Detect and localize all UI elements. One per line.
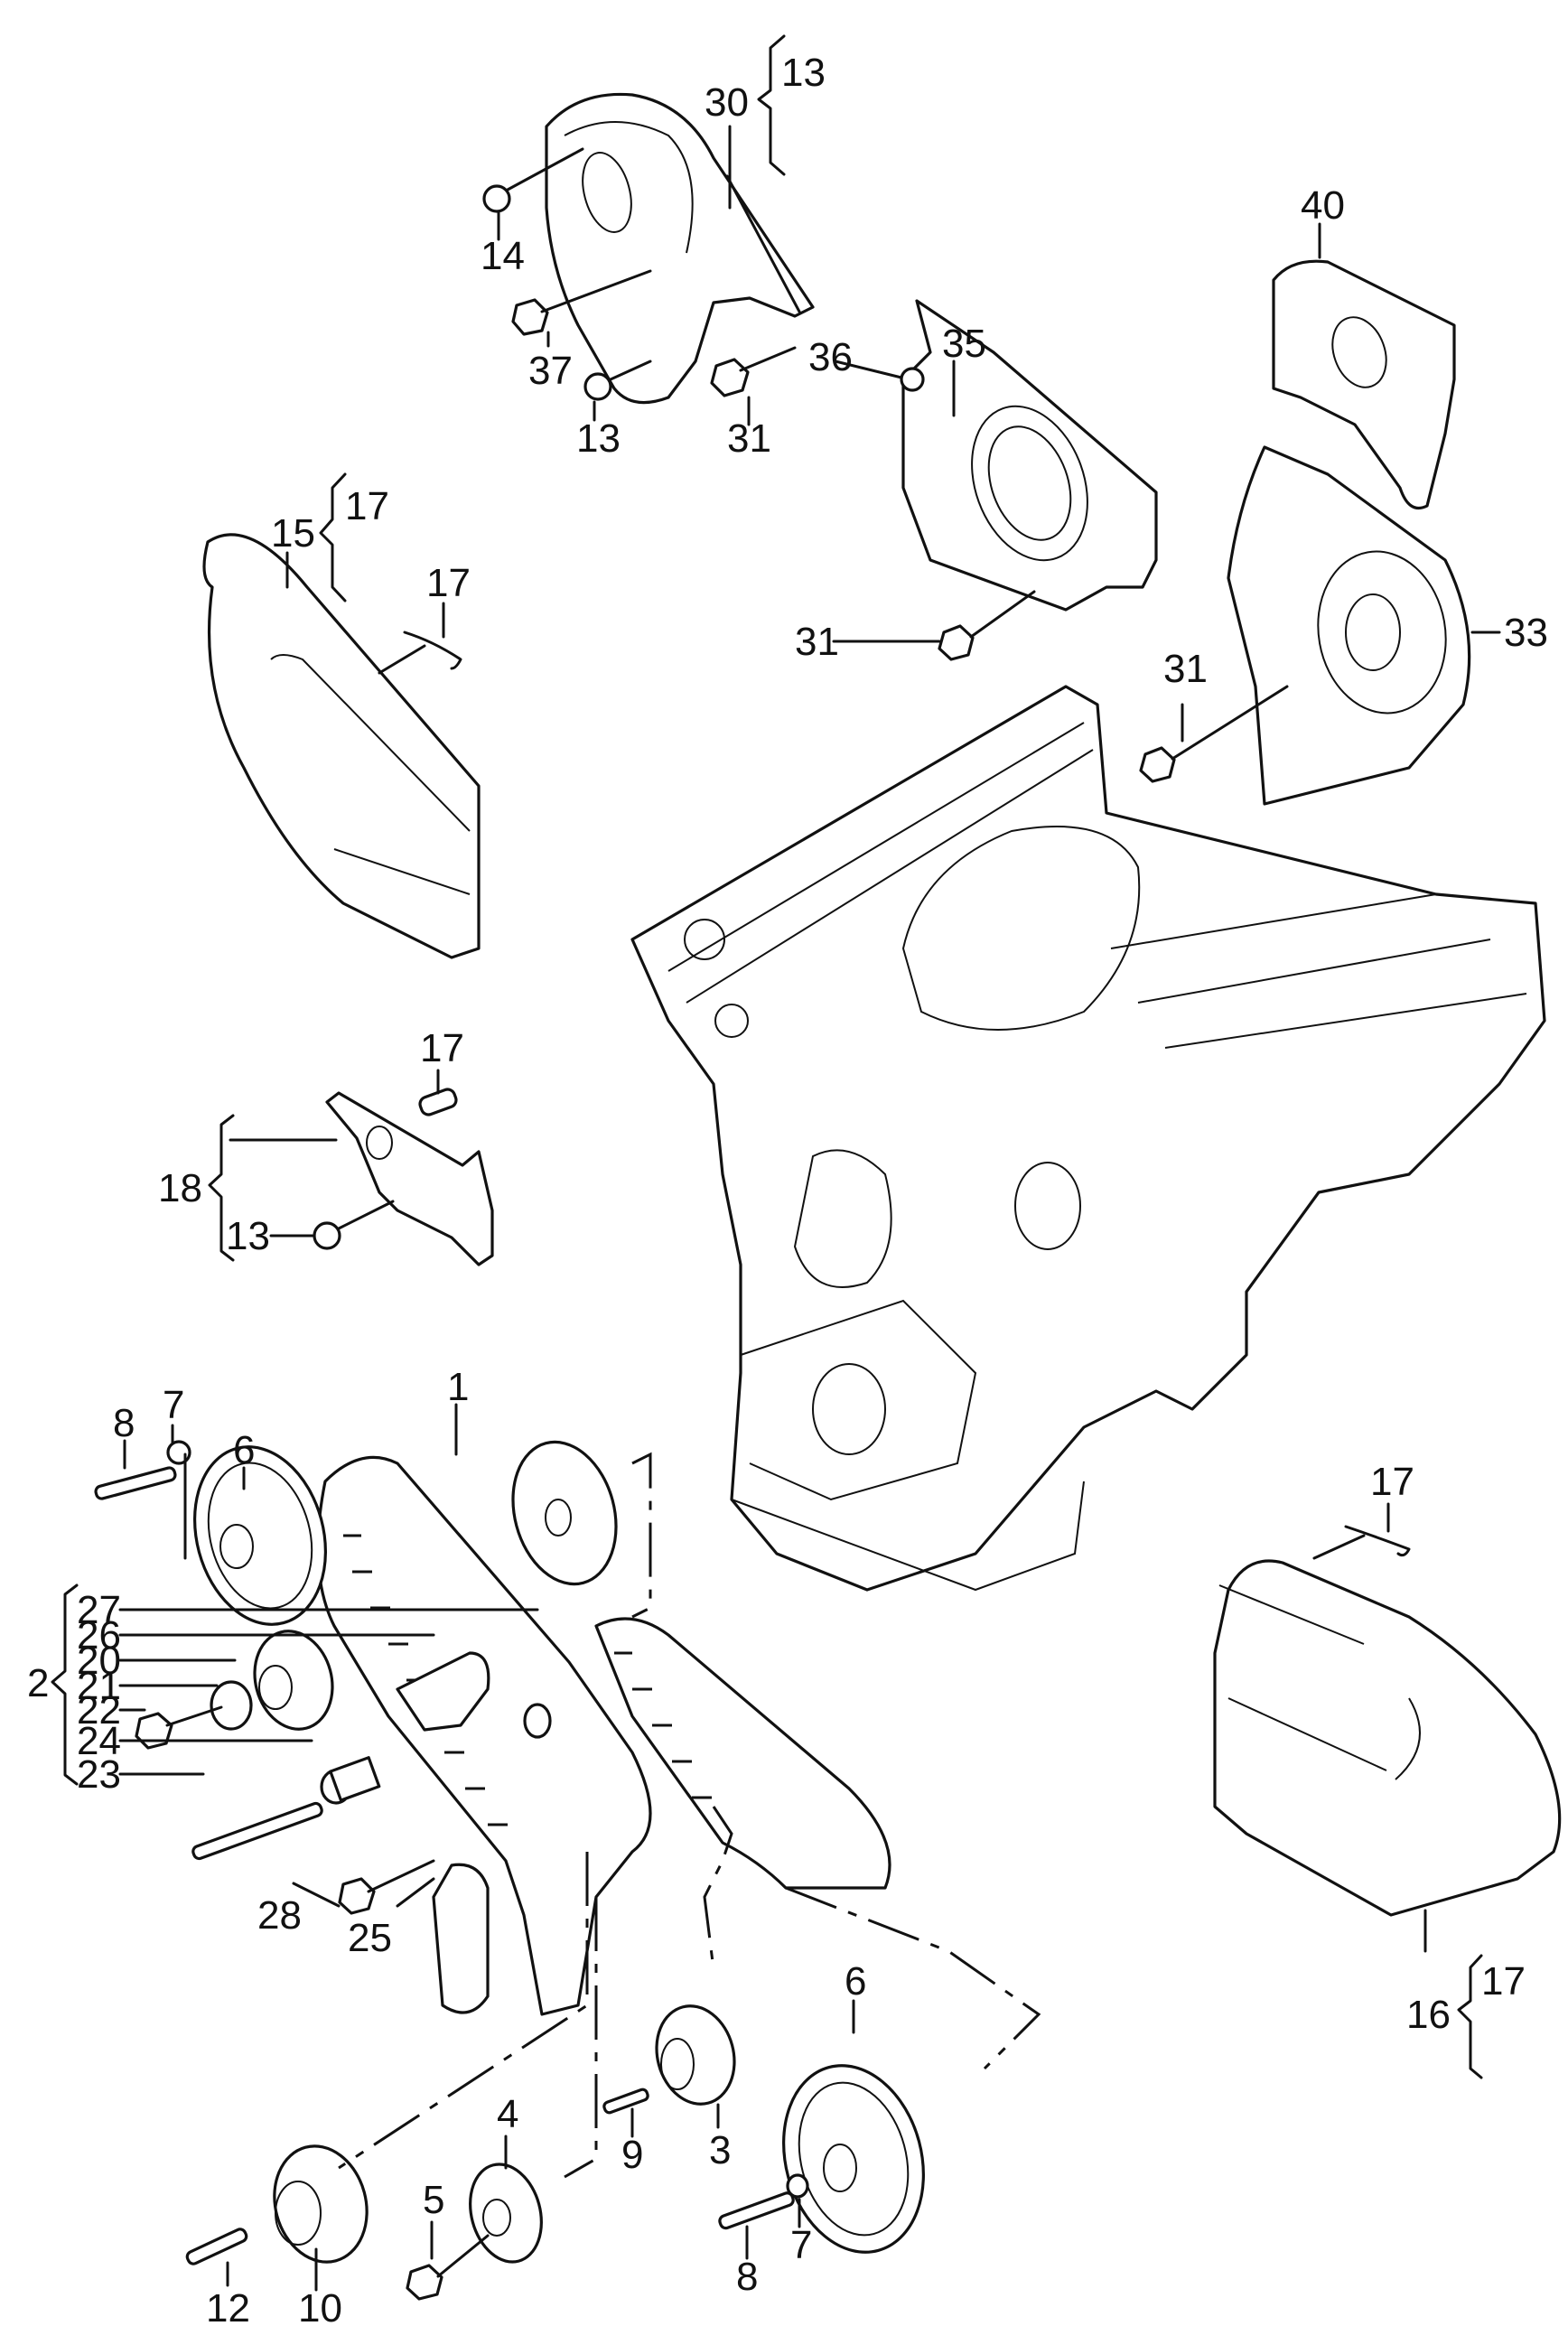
- tensioner-arm-26: [396, 1651, 490, 1732]
- nut-14: [482, 147, 584, 213]
- callout-17-pin: 17: [420, 1026, 464, 1070]
- timing-cover-40: [1272, 259, 1456, 510]
- engine-block: [630, 685, 1546, 1592]
- callout-3: 3: [709, 2128, 731, 2172]
- callout-labels: 30 13 14 37 13 31 36 35 40 31 31 33 15 1…: [27, 51, 1548, 2326]
- callout-18: 18: [158, 1166, 202, 1210]
- callout-22: 22: [77, 1688, 121, 1733]
- tensioner-pulley-20: [253, 1630, 334, 1731]
- callout-5: 5: [423, 2178, 444, 2222]
- bracket-18: [325, 1091, 494, 1266]
- bolt-31-right: [1139, 685, 1289, 783]
- washer-27: [523, 1703, 552, 1739]
- callout-14: 14: [481, 234, 525, 278]
- timing-cover-15: [202, 533, 481, 959]
- camshaft-sprocket-center: [511, 1440, 618, 1586]
- bolt-12: [185, 2228, 248, 2265]
- clip-17-right: [1344, 1525, 1411, 1557]
- bolt-8-right: [718, 2191, 795, 2230]
- bolt-9: [602, 2088, 649, 2115]
- clip-17-left: [403, 631, 462, 670]
- callout-25: 25: [348, 1916, 392, 1960]
- callout-26: 26: [77, 1613, 121, 1658]
- callout-10: 10: [298, 2286, 342, 2326]
- callout-40: 40: [1301, 183, 1345, 228]
- timing-cover-16: [1213, 1559, 1562, 1917]
- bolt-36: [834, 360, 925, 392]
- callout-37: 37: [528, 349, 573, 393]
- washer-21: [210, 1680, 253, 1731]
- callout-2: 2: [27, 1661, 49, 1705]
- callout-36: 36: [808, 335, 853, 379]
- callout-6-right: 6: [845, 1959, 866, 2004]
- bolt-5: [406, 2234, 490, 2301]
- timing-cover-33: [1227, 445, 1471, 806]
- callout-24: 24: [77, 1719, 121, 1763]
- callout-31-right: 31: [1163, 647, 1208, 691]
- callout-4: 4: [497, 2092, 518, 2136]
- callout-30-sub13: 13: [781, 51, 826, 95]
- callout-30: 30: [705, 80, 749, 125]
- callout-16-sub17: 17: [1481, 1959, 1526, 2004]
- callout-31-top: 31: [727, 416, 771, 461]
- callout-21: 21: [77, 1664, 121, 1708]
- callout-23: 23: [77, 1752, 121, 1797]
- bolt-31-top: [710, 346, 797, 397]
- camshaft-sprocket-6-left: [193, 1445, 327, 1626]
- callout-28: 28: [257, 1893, 302, 1938]
- timing-cover-30: [545, 92, 815, 405]
- idler-pulley-3: [655, 2004, 736, 2106]
- callout-33: 33: [1504, 611, 1548, 655]
- callout-15-sub17: 17: [345, 484, 389, 528]
- callout-17-clip-left: 17: [426, 561, 471, 605]
- callout-16: 16: [1406, 1993, 1451, 2037]
- bolt-37: [511, 269, 652, 336]
- nut-13-bracket: [313, 1200, 395, 1250]
- callout-8-right: 8: [736, 2255, 758, 2299]
- crankshaft-sprocket-4: [469, 2163, 543, 2264]
- timing-cover-35: [901, 299, 1158, 612]
- callout-12: 12: [206, 2286, 250, 2326]
- washer-7-right: [786, 2173, 809, 2199]
- callout-8-left: 8: [113, 1401, 135, 1445]
- bolt-23: [191, 1801, 323, 1861]
- callout-35: 35: [942, 322, 986, 366]
- callout-31-mid: 31: [795, 620, 839, 664]
- bolt-28: [338, 1859, 435, 1915]
- callout-15: 15: [271, 511, 315, 556]
- damper-25: [432, 1863, 490, 2014]
- callout-9: 9: [621, 2133, 643, 2177]
- callout-27: 27: [77, 1588, 121, 1632]
- idler-pulley-10: [273, 2144, 369, 2264]
- callout-7-right: 7: [790, 2223, 812, 2267]
- callout-20: 20: [77, 1639, 121, 1683]
- callout-18-sub13: 13: [226, 1214, 270, 1258]
- bushing-24: [320, 1756, 381, 1805]
- bolt-8-left: [94, 1466, 177, 1500]
- pin-17: [418, 1088, 458, 1116]
- callout-1: 1: [447, 1365, 469, 1409]
- callout-17-clip-right: 17: [1370, 1460, 1414, 1504]
- callout-7-left: 7: [163, 1383, 184, 1427]
- camshaft-sprocket-6-right: [782, 2064, 925, 2254]
- callout-6-left: 6: [233, 1428, 255, 1472]
- bolt-31-mid: [938, 590, 1036, 661]
- callout-13-top: 13: [576, 416, 621, 461]
- nut-13-top: [583, 360, 652, 401]
